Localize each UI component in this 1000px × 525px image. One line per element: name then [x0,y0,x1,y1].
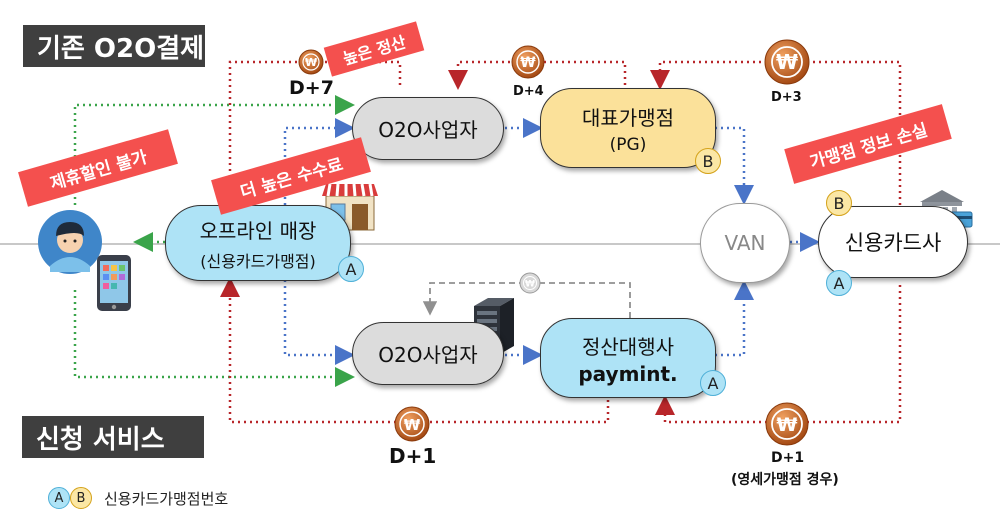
coin-label-d1-left: D+1 [389,444,437,468]
node-van-label: VAN [724,231,766,255]
badge-a-settle: A [700,370,726,396]
coin-label-d3: D+3 [771,90,802,105]
node-o2o-bottom-label: O2O사업자 [378,343,478,367]
section-tag-proposed: 신청 서비스 [22,416,204,458]
node-settlement-agent: 정산대행사 paymint. [540,318,716,398]
legend-badge-a: A [48,487,70,509]
node-pg: 대표가맹점 (PG) [540,88,716,168]
coin-d4: ₩ [511,45,545,79]
coin-gray: ₩ [519,272,541,294]
node-pg-sub: (PG) [609,134,647,155]
badge-b-pg: B [695,148,721,174]
node-o2o-top: O2O사업자 [352,97,504,160]
node-store-title: 오프라인 매장 [199,218,317,243]
node-card-company: 신용카드사 [818,206,968,278]
won-symbol: ₩ [777,414,798,436]
blue-store-to-o2o-bottom [283,280,355,365]
node-offline-store: 오프라인 매장 (신용카드가맹점) [165,205,351,281]
won-symbol: ₩ [520,55,536,71]
coin-d7: ₩ [298,49,324,75]
green-flow-top [73,95,355,205]
section-tag-existing: 기존 O2O결제 [23,25,205,67]
user-icon [38,210,102,274]
badge-b-card: B [826,190,852,216]
node-o2o-top-label: O2O사업자 [378,118,478,142]
badge-a-card: A [826,270,852,296]
badge-a-store: A [338,256,364,282]
won-symbol: ₩ [305,56,317,69]
node-van: VAN [700,203,790,283]
legend-text: 신용카드가맹점번호 [104,490,229,508]
green-flow-bottom [73,290,355,387]
blue-settle-to-van [715,280,754,357]
won-symbol: ₩ [404,416,421,434]
node-o2o-bottom: O2O사업자 [352,322,504,385]
green-flows [73,95,355,387]
coin-label-d1-right: D+1 [771,450,805,466]
node-pg-title: 대표가맹점 [582,105,674,130]
node-store-sub: (신용카드가맹점) [200,251,316,271]
paymint-logo: paymint. [578,361,678,386]
won-symbol: ₩ [776,50,798,74]
coin-label-d4: D+4 [513,84,544,99]
legend-badge-b: B [70,487,92,509]
coin-d3: ₩ [764,39,810,85]
coin-d1-right: ₩ [765,402,809,446]
coin-d1-left: ₩ [394,406,430,442]
smartphone-icon [97,255,131,311]
node-card-company-label: 신용카드사 [844,231,942,255]
coin-label-d7: D+7 [289,77,334,99]
node-settle-title: 정산대행사 [582,334,674,359]
coin-label-d1-right-note: (영세가맹점 경우) [731,472,839,488]
won-symbol: ₩ [525,280,535,290]
